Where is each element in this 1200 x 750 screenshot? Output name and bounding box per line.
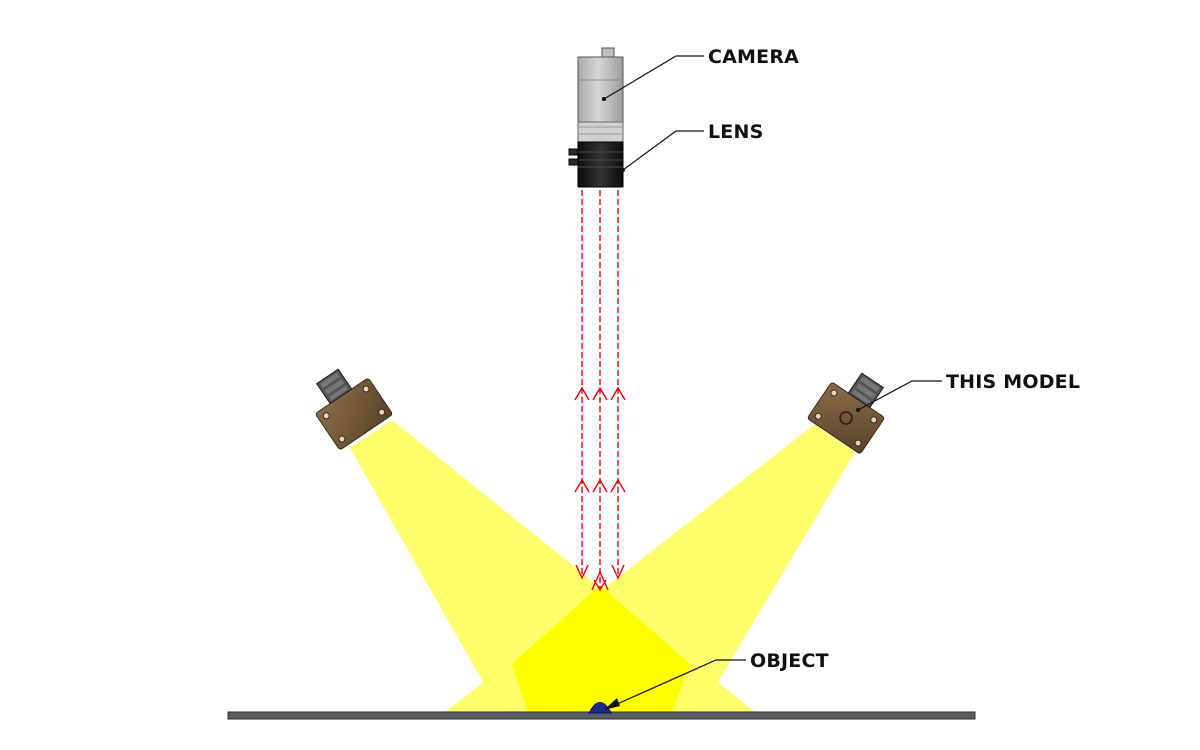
arrowhead [610,478,626,493]
object-icon [588,702,612,714]
lens-icon [568,141,624,188]
object-leader [605,659,746,710]
camera-label: CAMERA [708,46,799,68]
beam-overlap-region [512,585,690,712]
object-label: OBJECT [750,650,829,672]
arrowhead [610,386,626,401]
this-model-leader [857,380,942,411]
right-light-unit [807,372,885,454]
leader-lines [603,55,942,710]
camera-leader [603,55,704,100]
camera-icon [577,47,624,143]
this-model-label: THIS MODEL [946,371,1080,393]
object-leader-arrow-icon [604,698,620,710]
arrowhead [592,478,608,493]
lens-leader [622,130,704,171]
arrowhead [574,386,590,401]
left-light-unit [315,368,393,450]
brand-logo-icon [839,411,853,425]
leader-end-dots [602,97,860,412]
lens-label: LENS [708,121,763,143]
arrowhead [592,386,608,401]
arrowhead [574,478,590,493]
reflected-rays [574,190,626,592]
